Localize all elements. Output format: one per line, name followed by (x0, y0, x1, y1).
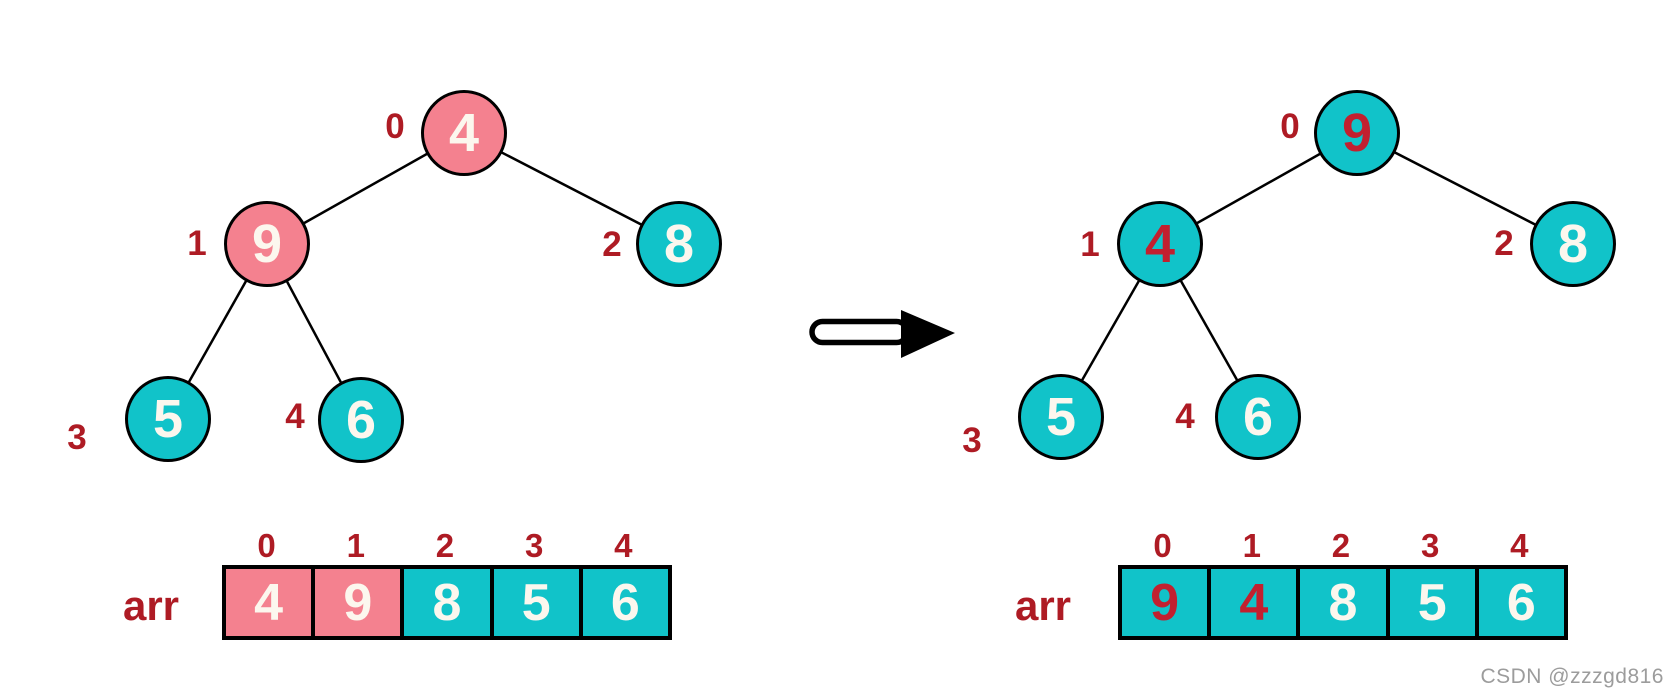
tree-node: 4 (421, 90, 507, 176)
tree-node: 8 (636, 201, 722, 287)
array-cell: 9 (1118, 565, 1212, 640)
array-index: 1 (1242, 527, 1261, 564)
array-cell: 8 (400, 565, 494, 640)
array-index-row: 0 1 2 3 4 (222, 527, 668, 564)
array-cell: 5 (489, 565, 583, 640)
node-index-label: 4 (1175, 397, 1195, 436)
node-index-label: 2 (1494, 224, 1514, 263)
array-name-label: arr (1014, 582, 1072, 629)
tree-node: 9 (224, 201, 310, 287)
csdn-watermark: CSDN @zzzgd816 (1480, 665, 1664, 688)
node-index-label: 0 (1280, 107, 1300, 146)
right-arrow-icon (809, 310, 955, 358)
array-cell: 6 (1474, 565, 1568, 640)
tree-node: 4 (1117, 201, 1203, 287)
array-index: 3 (1420, 527, 1440, 564)
array-index-row: 0 1 2 3 4 (1118, 527, 1564, 564)
node-index-label: 2 (602, 225, 622, 264)
tree-node: 6 (1215, 374, 1301, 460)
array-cell: 4 (1207, 565, 1301, 640)
array-index: 4 (614, 527, 633, 564)
array-index: 1 (346, 527, 365, 564)
node-index-label: 3 (962, 421, 982, 460)
array-cell: 6 (578, 565, 672, 640)
array-index: 3 (524, 527, 544, 564)
tree-node: 6 (318, 377, 404, 463)
array-name-label: arr (122, 582, 180, 629)
array-index: 0 (257, 527, 276, 564)
array-cell: 4 (222, 565, 316, 640)
node-index-label: 4 (285, 397, 305, 436)
node-index-label: 1 (187, 224, 207, 263)
node-index-label: 0 (385, 107, 405, 146)
node-index-label: 1 (1080, 225, 1100, 264)
array-index: 4 (1510, 527, 1529, 564)
tree-node: 8 (1530, 201, 1616, 287)
array-index: 0 (1153, 527, 1172, 564)
array-cell: 8 (1296, 565, 1390, 640)
array-cell: 5 (1385, 565, 1479, 640)
node-index-label: 3 (67, 418, 87, 457)
array-index: 2 (435, 527, 455, 564)
array-index: 2 (1331, 527, 1351, 564)
array-cell: 9 (311, 565, 405, 640)
tree-node: 5 (1018, 374, 1104, 460)
array-cells-row: 4 9 8 5 6 (222, 565, 672, 640)
tree-node: 9 (1314, 90, 1400, 176)
array-cells-row: 9 4 8 5 6 (1118, 565, 1568, 640)
tree-node: 5 (125, 376, 211, 462)
